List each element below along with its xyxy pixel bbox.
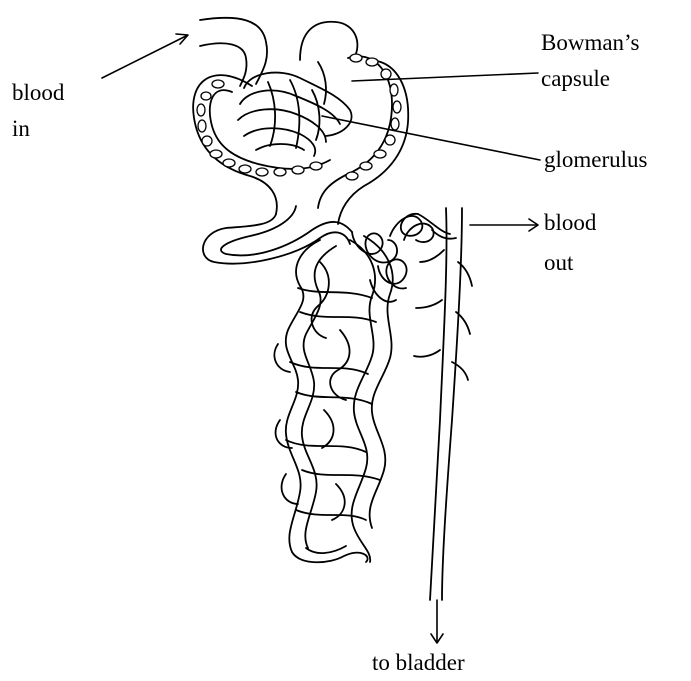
- label-blood-out-line1: blood: [544, 210, 597, 235]
- label-to-bladder: to bladder: [372, 650, 465, 675]
- label-blood-in-line1: blood: [12, 80, 65, 105]
- blood-in-arrow: [102, 34, 188, 78]
- label-glomerulus: glomerulus: [544, 147, 648, 172]
- label-blood-out-line2: out: [544, 250, 574, 275]
- proximal-tubule: [203, 206, 352, 264]
- glomerulus-knot: [238, 62, 352, 156]
- blood-out-arrow: [470, 219, 538, 231]
- label-bowmans-line2: capsule: [541, 66, 610, 91]
- label-blood-in-line2: in: [12, 116, 30, 141]
- capillary-network: [274, 236, 392, 562]
- collecting-duct: [414, 208, 472, 600]
- label-bowmans-line1: Bowman’s: [541, 30, 639, 55]
- glomerulus-leader-line: [322, 116, 540, 160]
- efferent-coil: [352, 214, 456, 302]
- to-bladder-arrow: [431, 600, 443, 643]
- bowmans-leader-line: [352, 73, 538, 81]
